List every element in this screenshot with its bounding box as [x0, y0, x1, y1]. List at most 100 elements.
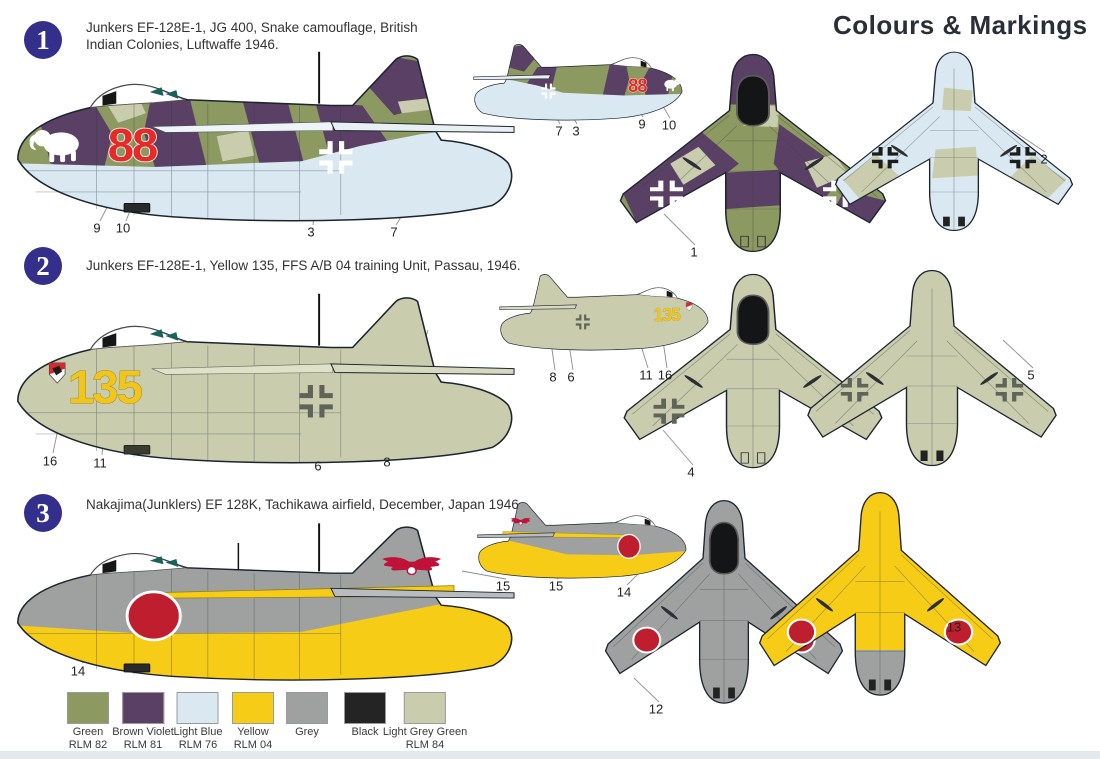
balkenkreuz-marking	[1009, 147, 1036, 169]
callout: 9	[638, 116, 646, 132]
scheme3-side-view	[17, 523, 515, 681]
callout: 14	[616, 584, 632, 600]
callout: 15	[495, 578, 511, 594]
legend-label: Black	[351, 726, 379, 738]
canopy	[736, 74, 770, 127]
eagle-emblem	[510, 518, 531, 526]
scheme1-bottom-view	[834, 51, 1074, 231]
scheme3-description: Nakajima(Junklers) EF 128K, Tachikawa ai…	[86, 497, 523, 512]
scheme2-bottom-view	[807, 269, 1057, 467]
unit-shield-emblem	[685, 302, 693, 312]
callout: 16	[42, 453, 58, 469]
callout: 16	[657, 367, 673, 383]
scheme3-bottom-view	[758, 492, 1002, 696]
scheme1-side-view-small: 88	[473, 44, 683, 121]
wing-root-fairing	[151, 121, 334, 133]
aircraft-number: 88	[628, 74, 647, 96]
hinomaru-roundel	[632, 626, 662, 654]
legend-item: Grey	[286, 692, 328, 739]
callout: 5	[1027, 367, 1035, 383]
page-title: Colours & Markings	[833, 10, 1088, 40]
aircraft-number: 135	[653, 305, 680, 326]
scheme2-side-view: 135	[17, 293, 515, 464]
balkenkreuz-marking	[650, 180, 684, 208]
hinomaru-roundel	[125, 590, 182, 642]
belly-intake	[123, 663, 151, 673]
callout: 7	[555, 123, 563, 139]
tailplane	[330, 121, 515, 133]
canopy	[708, 521, 740, 575]
scheme3-side-view-small	[477, 502, 687, 579]
headrest	[102, 333, 117, 348]
hinomaru-roundel	[786, 618, 817, 646]
color-swatch	[232, 692, 274, 724]
color-swatch	[67, 692, 109, 724]
eagle-emblem	[382, 557, 442, 576]
callout: 7	[390, 224, 398, 240]
callout: 3	[307, 224, 315, 240]
belly-intake	[123, 202, 151, 213]
canopy-detail	[149, 87, 164, 96]
callout: 6	[314, 458, 322, 474]
callout: 4	[687, 464, 695, 480]
balkenkreuz-marking	[319, 141, 353, 174]
color-swatch	[404, 692, 446, 724]
scheme1-number-badge: 1	[24, 21, 62, 59]
color-swatch	[344, 692, 386, 724]
callout: 13	[946, 619, 962, 635]
callout: 2	[1040, 151, 1048, 167]
canopy-detail	[165, 90, 179, 99]
scheme2-top-view	[623, 273, 883, 469]
color-swatch	[122, 692, 164, 724]
balkenkreuz-marking	[653, 398, 685, 424]
scheme-number: 2	[36, 250, 50, 281]
callout: 12	[648, 701, 664, 717]
callout: 8	[383, 454, 391, 470]
unit-shield-emblem	[48, 362, 66, 384]
legend-label: Grey	[295, 726, 319, 738]
callout: 6	[567, 369, 575, 385]
color-swatch	[177, 692, 219, 724]
scheme2-side-view-small: 135	[499, 274, 709, 351]
balkenkreuz-marking	[299, 385, 333, 418]
balkenkreuz-marking	[872, 147, 899, 169]
wing-root-fairing	[151, 363, 334, 375]
scheme1-description: Junkers EF-128E-1, JG 400, Snake camoufl…	[86, 20, 418, 52]
callout: 10	[115, 220, 131, 236]
belly-intake	[123, 444, 151, 455]
headrest	[102, 91, 117, 106]
callout: 11	[639, 367, 653, 383]
tailplane	[330, 363, 515, 375]
callout: 1	[690, 244, 698, 260]
callout: 11	[93, 455, 107, 471]
canopy	[736, 294, 770, 346]
aircraft-number: 88	[108, 120, 158, 171]
scheme-number: 3	[36, 497, 50, 528]
legend-item: Black	[344, 692, 386, 739]
page-bottom-edge	[0, 751, 1100, 759]
elephant-emblem	[29, 130, 79, 163]
balkenkreuz-marking	[840, 378, 869, 402]
callout: 10	[661, 117, 677, 133]
tailplane	[330, 587, 515, 599]
callout: 14	[70, 663, 86, 679]
color-swatch	[286, 692, 328, 724]
elephant-emblem	[664, 78, 681, 92]
callout: 8	[549, 369, 557, 385]
scheme2-number-badge: 2	[24, 247, 62, 285]
callout: 9	[93, 220, 101, 236]
scheme3-number-badge: 3	[24, 494, 62, 532]
aircraft-number: 135	[68, 362, 142, 413]
callout: 15	[548, 578, 564, 594]
hinomaru-roundel	[617, 533, 641, 559]
